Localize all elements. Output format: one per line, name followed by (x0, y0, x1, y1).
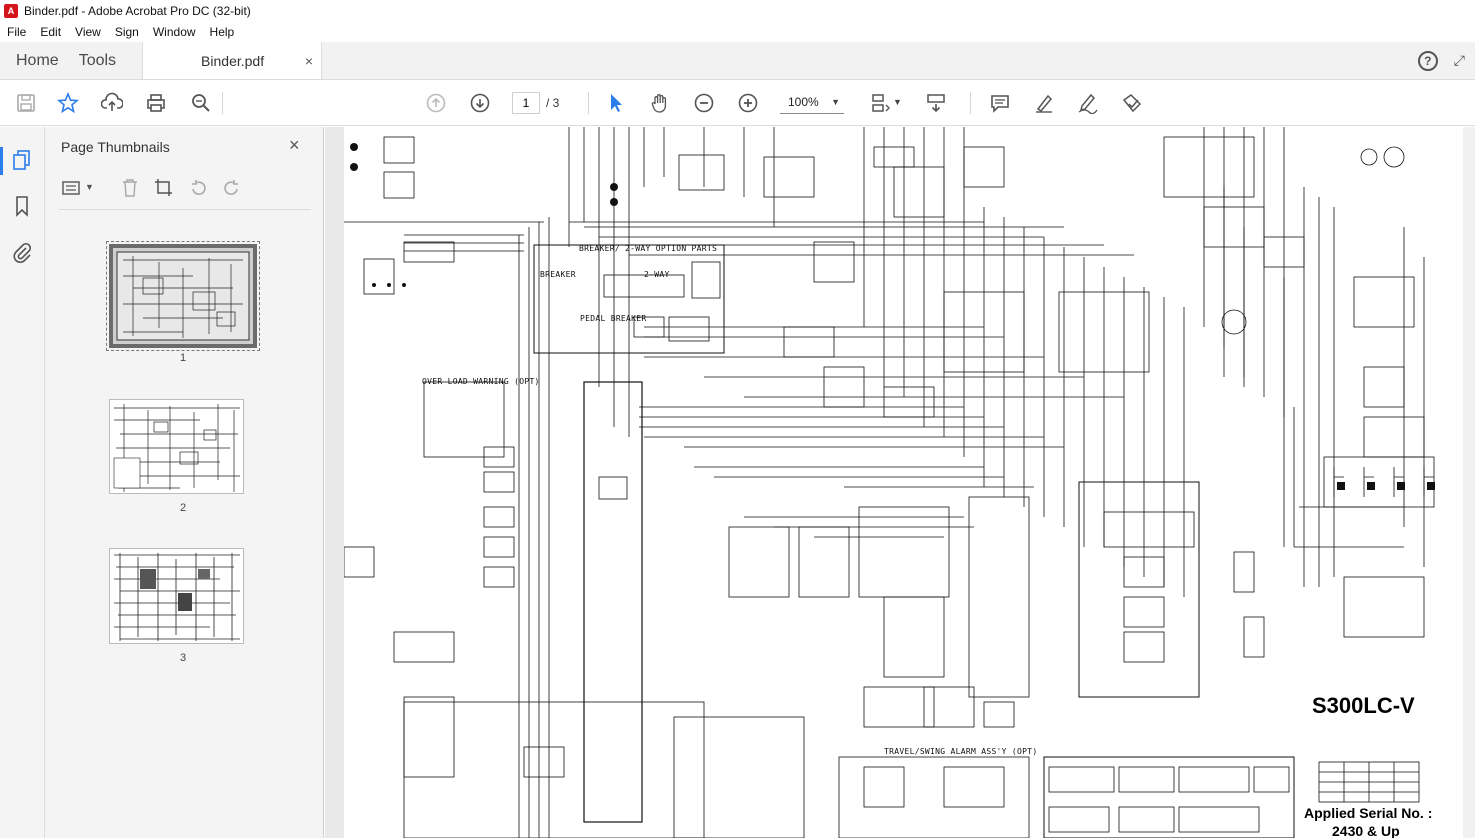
model-title: S300LC-V (1312, 693, 1415, 718)
comment-icon[interactable] (988, 91, 1012, 115)
chevron-down-icon[interactable]: ▼ (85, 182, 94, 192)
two-way-label: 2-WAY (644, 270, 670, 279)
toolbar: / 3 100% ▼ ▼ (0, 80, 1475, 126)
print-icon[interactable] (144, 91, 168, 115)
sign-icon[interactable] (1076, 91, 1100, 115)
bookmarks-icon[interactable] (11, 195, 33, 217)
upload-icon[interactable] (100, 91, 124, 115)
thumbnail-label-2: 2 (179, 502, 187, 514)
rotate-left-icon[interactable] (187, 177, 209, 199)
page-up-icon[interactable] (424, 91, 448, 115)
page-total: / 3 (546, 96, 560, 110)
scroll-mode-icon[interactable] (924, 91, 948, 115)
thumbnail-page-3-schematic (114, 553, 240, 641)
zoom-level-value: 100% (788, 95, 819, 109)
window-title: Binder.pdf - Adobe Acrobat Pro DC (32-bi… (24, 4, 251, 18)
thumbnail-panel: Page Thumbnails × ▼ 1 (45, 127, 324, 838)
menu-edit[interactable]: Edit (40, 25, 62, 39)
close-panel-icon[interactable]: × (289, 135, 300, 155)
page-down-icon[interactable] (468, 91, 492, 115)
menu-view[interactable]: View (75, 25, 101, 39)
chevron-down-icon: ▼ (831, 97, 840, 107)
page-view-icon[interactable] (868, 91, 892, 115)
zoom-out-icon[interactable] (692, 91, 716, 115)
active-indicator (0, 147, 3, 175)
thumbnail-page-1[interactable] (106, 241, 260, 351)
menu-bar: File Edit View Sign Window Help (0, 22, 1475, 42)
acrobat-logo-icon: A (4, 4, 18, 18)
hand-icon[interactable] (648, 91, 672, 115)
tab-home[interactable]: Home (16, 51, 59, 69)
left-rail (0, 127, 45, 838)
serial-value: 2430 & Up (1332, 823, 1400, 838)
options-menu-icon[interactable] (61, 177, 83, 199)
wiring-schematic (344, 127, 1435, 838)
thumbnail-page-2[interactable] (109, 399, 244, 494)
breaker-title-label: BREAKER/ 2-WAY OPTION PARTS (579, 244, 718, 253)
pdf-page: BREAKER/ 2-WAY OPTION PARTS BREAKER 2-WA… (344, 127, 1464, 838)
overload-label: OVER LOAD WARNING (OPT) (422, 377, 540, 386)
document-tab-label: Binder.pdf (201, 52, 265, 69)
toolbar-separator (222, 92, 223, 114)
thumbnail-page-1-schematic (113, 248, 253, 344)
crop-icon[interactable] (153, 177, 175, 199)
expand-icon[interactable]: ⤢ (1453, 52, 1465, 68)
thumbnail-page-2-schematic (113, 404, 240, 492)
toolbar-separator (588, 92, 589, 114)
delete-icon[interactable] (119, 177, 141, 199)
travel-alarm-label: TRAVEL/SWING ALARM ASS'Y (OPT) (884, 747, 1038, 756)
menu-help[interactable]: Help (209, 25, 235, 39)
fill-sign-icon[interactable] (1120, 91, 1144, 115)
rotate-right-icon[interactable] (221, 177, 243, 199)
panel-toolbar: ▼ (59, 177, 259, 203)
zoom-level-select[interactable]: 100% ▼ (780, 92, 844, 114)
tab-document[interactable]: Binder.pdf × (142, 42, 323, 79)
breaker-label: BREAKER (540, 270, 576, 279)
help-icon[interactable]: ? (1417, 50, 1438, 71)
search-zoom-icon[interactable] (189, 91, 213, 115)
thumbnail-label-1: 1 (179, 352, 187, 364)
panel-title: Page Thumbnails (61, 139, 170, 155)
document-viewport[interactable]: BREAKER/ 2-WAY OPTION PARTS BREAKER 2-WA… (325, 127, 1475, 838)
pedal-breaker-label: PEDAL BREAKER (580, 314, 647, 323)
attachments-icon[interactable] (11, 241, 33, 263)
tab-bar: Home Tools Binder.pdf × ? ⤢ (0, 42, 1475, 80)
chevron-down-icon[interactable]: ▼ (893, 97, 902, 107)
menu-file[interactable]: File (7, 25, 27, 39)
close-tab-icon[interactable]: × (304, 52, 314, 69)
page-thumbnails-icon[interactable] (11, 149, 33, 171)
thumbnail-label-3: 3 (179, 652, 187, 664)
toolbar-separator (970, 92, 971, 114)
zoom-in-icon[interactable] (736, 91, 760, 115)
menu-window[interactable]: Window (152, 25, 196, 39)
tab-tools[interactable]: Tools (78, 51, 117, 69)
save-icon[interactable] (14, 91, 38, 115)
title-bar: A Binder.pdf - Adobe Acrobat Pro DC (32-… (0, 0, 1475, 22)
bookmark-star-icon[interactable] (56, 91, 80, 115)
vertical-scrollbar[interactable] (1463, 127, 1475, 838)
page-number-input[interactable] (512, 92, 540, 114)
select-cursor-icon[interactable] (604, 91, 628, 115)
menu-sign[interactable]: Sign (114, 25, 139, 39)
thumbnail-page-3[interactable] (109, 548, 244, 644)
serial-label: Applied Serial No. : (1304, 805, 1433, 821)
panel-divider (59, 209, 311, 210)
highlight-icon[interactable] (1032, 91, 1056, 115)
